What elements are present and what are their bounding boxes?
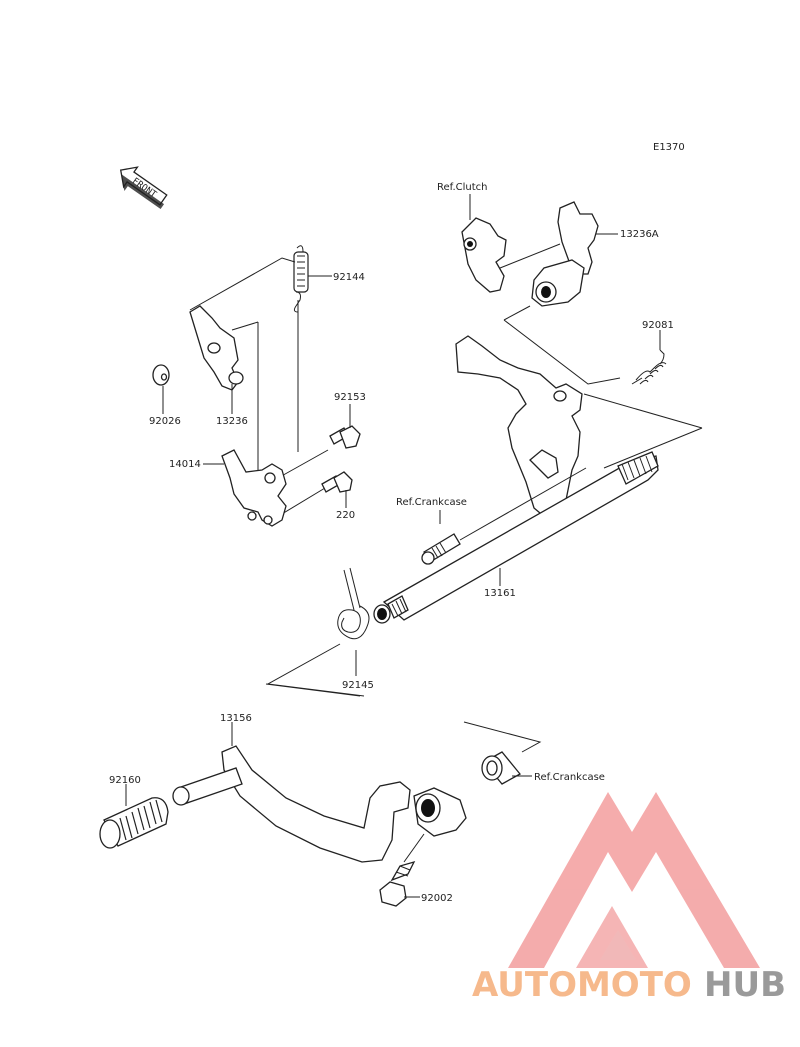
- label-92153: 92153: [334, 392, 366, 403]
- lever-14014: [221, 449, 287, 527]
- label-92026: 92026: [149, 416, 181, 427]
- clutch-ref-part: [461, 217, 507, 293]
- spring-92145: [337, 567, 370, 640]
- bolt-92002: [379, 860, 416, 907]
- shift-pedal-13156: [172, 745, 411, 863]
- guide-lines-lower: [265, 643, 542, 753]
- label-14014: 14014: [169, 459, 201, 470]
- watermark-text-1: AUTOMOTO: [472, 965, 692, 1005]
- shift-arm: [455, 335, 583, 519]
- guide-lines-right: [503, 319, 703, 469]
- spring-92081: [631, 349, 667, 385]
- pedal-pivot-boss: [413, 787, 467, 837]
- ref-crankcase-upper: Ref.Crankcase: [396, 497, 467, 508]
- bolt-220: [321, 471, 353, 493]
- label-13236: 13236: [216, 416, 248, 427]
- label-13236A: 13236A: [620, 229, 659, 240]
- front-arrow-icon: FRONT: [119, 166, 168, 210]
- label-92002: 92002: [421, 893, 453, 904]
- label-13156: 13156: [220, 713, 252, 724]
- diagram-code: E1370: [653, 142, 685, 153]
- ref-clutch: Ref.Clutch: [437, 182, 487, 193]
- bolt-92153: [329, 425, 361, 449]
- label-92160: 92160: [109, 775, 141, 786]
- label-92081: 92081: [642, 320, 674, 331]
- label-13161: 13161: [484, 588, 516, 599]
- ref-crankcase-lower: Ref.Crankcase: [534, 772, 605, 783]
- spring-92144: [293, 245, 309, 313]
- watermark-text-2: HUB: [704, 965, 786, 1005]
- lever-plate: [189, 305, 244, 391]
- shift-shaft-13161: [373, 451, 659, 624]
- automotohub-logo: [508, 792, 760, 968]
- pedal-rubber-92160: [99, 797, 169, 849]
- label-220: 220: [336, 510, 355, 521]
- label-92145: 92145: [342, 680, 374, 691]
- crankcase-pin: [421, 533, 461, 565]
- lever-13236A: [531, 201, 599, 307]
- ref-crankcase-washer: [481, 751, 521, 785]
- washer-92026: [152, 364, 170, 386]
- label-92144: 92144: [333, 272, 365, 283]
